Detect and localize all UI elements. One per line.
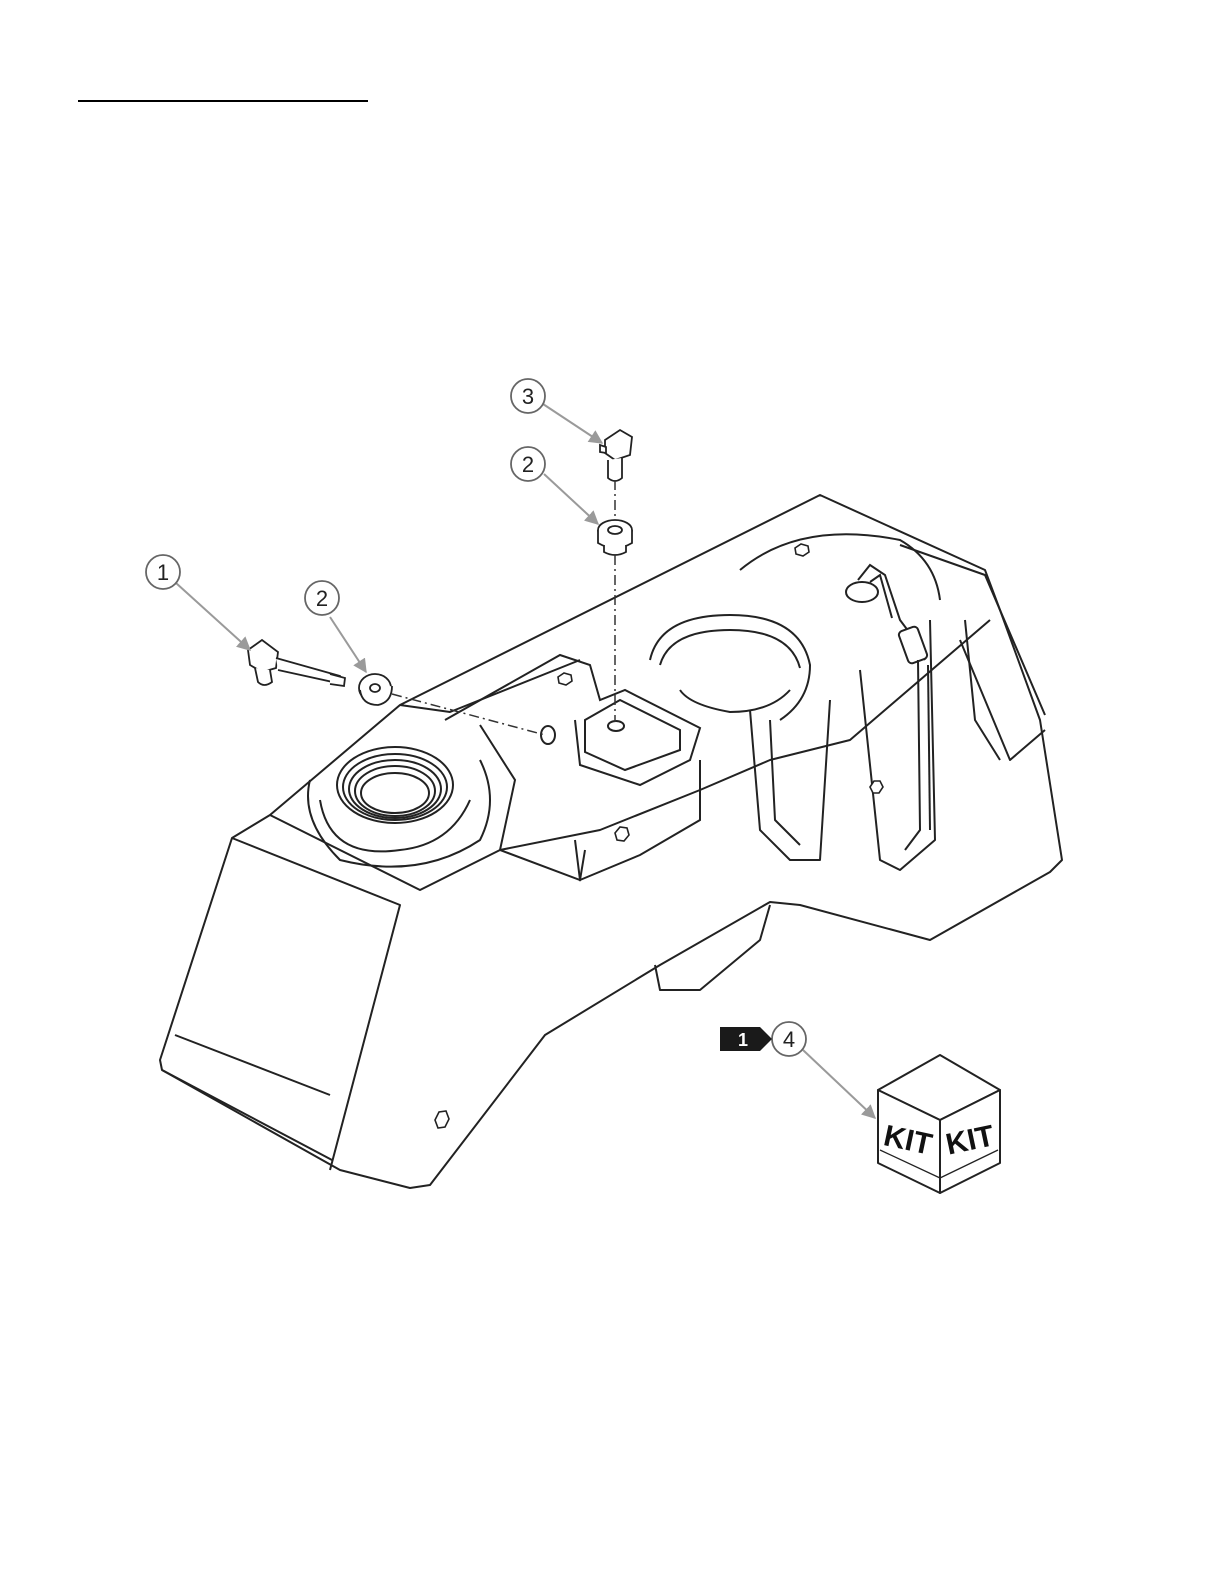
svg-text:3: 3 (522, 384, 534, 409)
callout-4: 4 (772, 1022, 806, 1056)
svg-text:4: 4 (783, 1027, 795, 1052)
svg-text:2: 2 (316, 586, 328, 611)
svg-text:2: 2 (522, 452, 534, 477)
callout-2-left: 2 (305, 581, 339, 615)
svg-text:1: 1 (157, 560, 169, 585)
callout-2-top: 2 (511, 447, 545, 481)
part-1-fitting (248, 640, 345, 686)
callout-3: 3 (511, 379, 545, 413)
part-3-fitting (600, 430, 632, 481)
kit-quantity-tag: 1 (720, 1027, 772, 1051)
part-2-grommet-top (598, 520, 632, 555)
part-2-grommet-left (359, 674, 392, 705)
callout-1: 1 (146, 555, 180, 589)
kit-box: KIT KIT (878, 1055, 1000, 1193)
svg-text:1: 1 (738, 1030, 748, 1050)
